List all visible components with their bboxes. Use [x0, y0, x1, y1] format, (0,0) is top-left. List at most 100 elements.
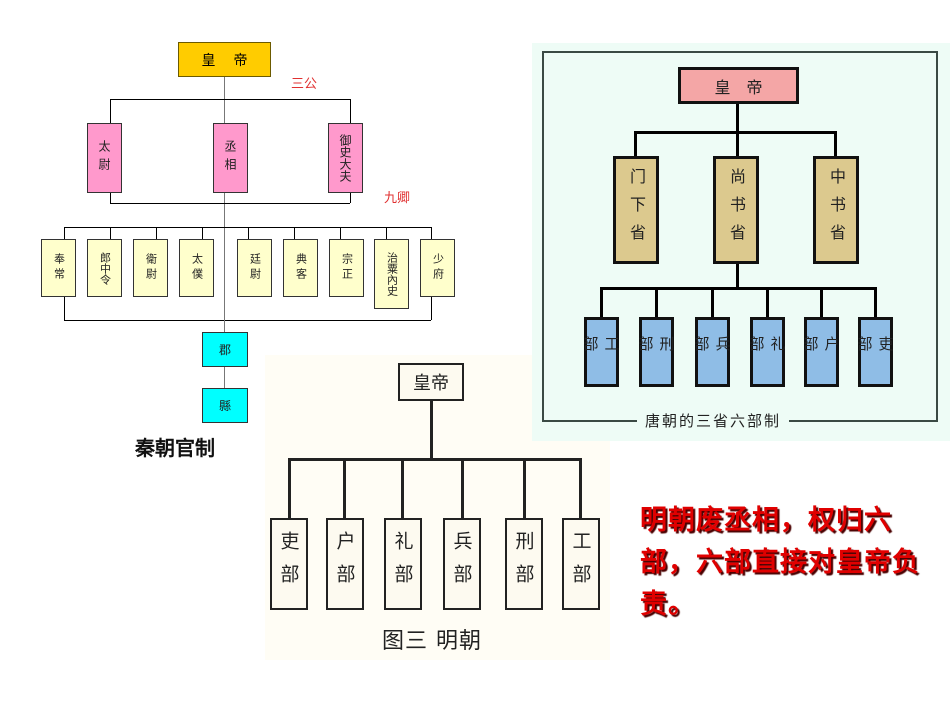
qin-connector [248, 227, 249, 239]
qin-jiuqing-label-text: 少府 [431, 253, 445, 283]
qin-jiuqing-label-text: 太僕 [190, 253, 204, 283]
qin-jiuqing-label-text: 衛尉 [144, 253, 158, 283]
tang-ministry-label: 吏部 [855, 335, 895, 369]
qin-jiuqing-top-bar [64, 227, 431, 228]
qin-sangong-node: 御史大夫 [328, 123, 363, 193]
tang-ministry-node: 户部 [802, 317, 841, 387]
qin-jiuqing-label-text: 廷尉 [248, 253, 262, 283]
qin-sangong-label-text: 御史大夫 [338, 134, 352, 182]
qin-county-node: 縣 [202, 388, 248, 423]
qin-jiuqing-label-text: 奉常 [52, 253, 66, 283]
tang-connector [766, 287, 769, 317]
tang-ministry-label: 刑部 [636, 335, 676, 369]
tang-connector [711, 287, 714, 317]
qin-jiuqing-node: 郎中令 [87, 239, 122, 297]
ming-caption: 图三 明朝 [382, 629, 482, 654]
qin-emperor-node: 皇帝 [178, 42, 271, 77]
qin-connector [202, 227, 203, 239]
qin-county-label: 縣 [218, 399, 231, 413]
qin-jiuqing-node: 少府 [420, 239, 455, 297]
ming-connector [401, 458, 404, 518]
tang-ministry-node: 兵部 [693, 317, 732, 387]
ming-ministry-label: 户部 [333, 531, 356, 597]
ming-emperor-label: 皇帝 [413, 373, 449, 394]
ming-ministry-label: 兵部 [450, 531, 473, 597]
tang-trunk-line [736, 104, 739, 156]
qin-connector [110, 99, 111, 123]
qin-title: 秦朝官制 [135, 436, 215, 460]
qin-jiuqing-node: 奉常 [41, 239, 76, 297]
qin-connector [110, 193, 111, 203]
ming-ministry-label: 礼部 [391, 531, 414, 597]
ming-ministry-node: 吏部 [270, 518, 308, 610]
ming-ministry-node: 礼部 [384, 518, 422, 610]
qin-jiuqing-node: 衛尉 [133, 239, 168, 297]
ming-connector [523, 458, 526, 518]
ming-branch-bar [288, 458, 581, 461]
tang-emperor-label: 皇帝 [714, 77, 779, 97]
tang-ministry-node: 工部 [582, 317, 621, 387]
qin-connector [350, 99, 351, 123]
tang-emperor-node: 皇帝 [678, 67, 799, 104]
qin-connector [350, 193, 351, 203]
qin-connector [110, 227, 111, 239]
qin-jiuqing-label-text: 治粟內史 [385, 252, 399, 296]
tang-connector [874, 287, 877, 317]
qin-sangong-label-text: 丞相 [223, 140, 237, 176]
qin-jiuqing-node: 典客 [283, 239, 318, 297]
qin-sangong-node: 太尉 [87, 123, 122, 193]
qin-sangong-top-bar [110, 99, 350, 100]
qin-jiuqing-node: 宗正 [329, 239, 364, 297]
qin-emperor-label: 皇帝 [201, 52, 266, 69]
tang-connector [634, 131, 637, 156]
qin-trunk-line [224, 77, 225, 320]
tang-ministry-label: 兵部 [692, 335, 732, 369]
ming-emperor-node: 皇帝 [398, 363, 464, 401]
tang-sansheng-bar [634, 131, 837, 134]
ming-connector [288, 458, 291, 518]
ming-connector [343, 458, 346, 518]
tang-department-node: 中书省 [813, 156, 859, 264]
qin-sangong-label: 三公 [291, 77, 318, 92]
tang-ministry-label: 户部 [801, 335, 841, 369]
tang-ministry-node: 礼部 [748, 317, 787, 387]
ming-ministry-node: 兵部 [443, 518, 481, 610]
qin-jiuqing-bottom-bar [64, 320, 431, 321]
tang-connector [655, 287, 658, 317]
ming-ministry-label: 刑部 [512, 531, 535, 597]
qin-jiuqing-label-text: 宗正 [340, 253, 354, 283]
ming-connector [579, 458, 582, 518]
qin-connector [64, 227, 65, 239]
tang-connector [834, 131, 837, 156]
qin-connector [156, 227, 157, 239]
tang-department-label: 门下省 [627, 168, 646, 252]
tang-trunk-line-lower [736, 264, 739, 287]
qin-connector [64, 297, 65, 320]
qin-commandery-label: 郡 [218, 343, 231, 357]
ming-ministry-label: 工部 [569, 531, 592, 597]
qin-jiuqing-label-text: 典客 [294, 253, 308, 283]
tang-ministry-node: 吏部 [856, 317, 895, 387]
qin-jiuqing-label-text: 郎中令 [98, 251, 112, 285]
qin-connector [294, 227, 295, 239]
qin-jiuqing-node: 廷尉 [237, 239, 272, 297]
qin-jiuqing-node: 太僕 [179, 239, 214, 297]
tang-connector [600, 287, 603, 317]
qin-sangong-label-text: 太尉 [97, 140, 111, 176]
ming-connector [461, 458, 464, 518]
tang-department-label: 尚书省 [727, 168, 746, 252]
ming-ministry-node: 刑部 [505, 518, 543, 610]
tang-caption: 唐朝的三省六部制 [637, 410, 790, 431]
qin-connector [386, 227, 387, 239]
ming-trunk-line [430, 401, 433, 459]
qin-jiuqing-node: 治粟內史 [374, 239, 409, 309]
tang-connector [820, 287, 823, 317]
tang-department-node: 尚书省 [713, 156, 759, 264]
tang-ministry-label: 工部 [581, 335, 621, 369]
ming-ministry-node: 工部 [562, 518, 600, 610]
qin-commandery-node: 郡 [202, 332, 248, 367]
ming-ministry-node: 户部 [326, 518, 364, 610]
ming-ministry-label: 吏部 [277, 531, 300, 597]
qin-jiuqing-label: 九卿 [384, 191, 411, 206]
ming-reform-note: 明朝废丞相，权归六部，六部直接对皇帝负责。 [640, 505, 920, 620]
